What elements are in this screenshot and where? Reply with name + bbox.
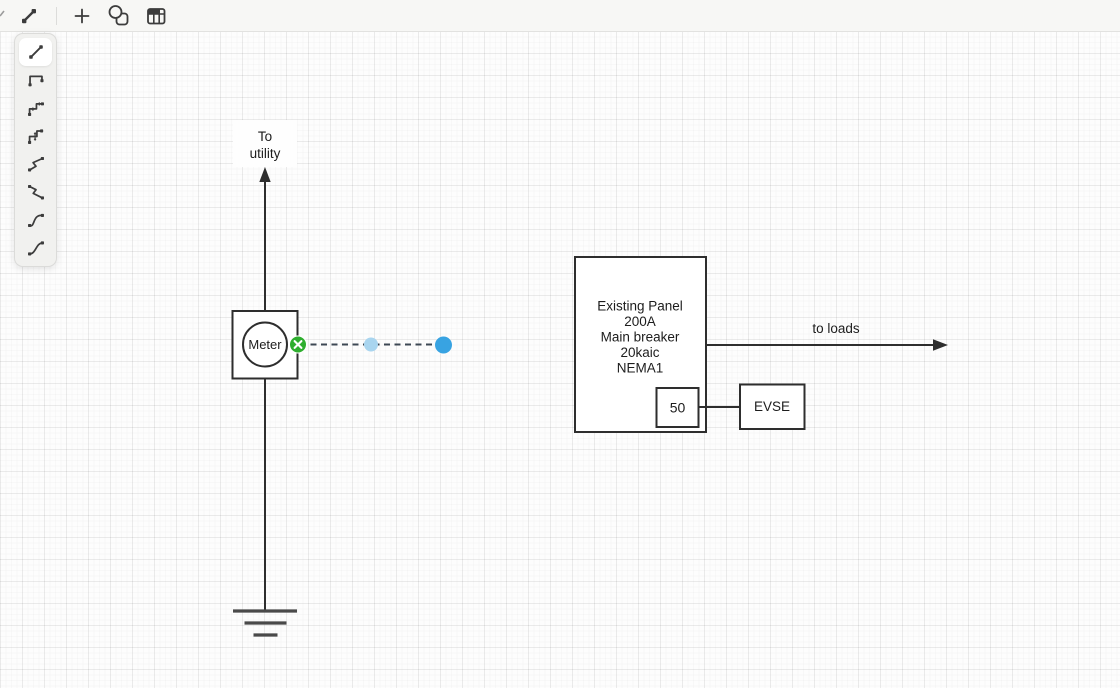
breaker-50-shape[interactable]: 50 (655, 387, 700, 428)
evse-shape[interactable]: EVSE (739, 383, 806, 430)
utility-label-line2: utility (250, 146, 281, 161)
straight-line-icon (25, 41, 47, 63)
elbow-segments-line-icon (25, 97, 47, 119)
panel-text-line: Existing Panel (597, 299, 683, 314)
arrowhead-right (933, 339, 948, 351)
curve-line-icon (25, 237, 47, 259)
line-type-straight[interactable] (19, 38, 52, 66)
utility-label-bg (233, 120, 297, 167)
table-icon (144, 4, 168, 28)
canvas[interactable] (0, 31, 1120, 688)
plus-icon (70, 4, 94, 28)
shapes-icon (107, 4, 131, 28)
toolbar-divider (56, 6, 57, 25)
line-type-elbow-segments[interactable] (19, 94, 52, 122)
elbow-adjust-line-icon (25, 125, 47, 147)
shapes-button[interactable] (105, 3, 133, 29)
utility-label-line1: To (258, 129, 272, 144)
loads-label[interactable]: to loads (812, 321, 860, 336)
line-type-elbow[interactable] (19, 66, 52, 94)
arrowhead-up (259, 167, 271, 182)
connector-start-anchor[interactable] (289, 335, 307, 354)
top-toolbar (0, 0, 1120, 32)
line-type-zigzag-descending[interactable] (19, 178, 52, 206)
selected-connector[interactable] (289, 335, 453, 354)
line-type-curve[interactable] (19, 234, 52, 262)
line-type-panel (14, 33, 57, 267)
panel-text-line: NEMA1 (617, 361, 664, 376)
add-button[interactable] (68, 3, 96, 29)
connector-midpoint-handle[interactable] (364, 337, 378, 352)
evse-label: EVSE (754, 399, 790, 414)
s-curve-line-icon (25, 209, 47, 231)
loads-arrow[interactable] (706, 339, 948, 351)
line-type-elbow-adjust[interactable] (19, 122, 52, 150)
line-tool-button[interactable] (15, 3, 43, 29)
elbow-line-icon (25, 69, 47, 91)
zigzag-descending-line-icon (25, 181, 47, 203)
breaker-label: 50 (670, 400, 686, 416)
panel-text-line: 200A (624, 314, 656, 329)
zigzag-ascending-line-icon (25, 153, 47, 175)
utility-label[interactable]: To utility (233, 120, 297, 167)
clipped-icon-fragment (0, 9, 5, 21)
anchor-x-icon (293, 340, 303, 349)
line-type-s-curve[interactable] (19, 206, 52, 234)
panel-text-line: 20kaic (620, 345, 659, 360)
ground-symbol[interactable] (233, 609, 297, 637)
line-type-zigzag-ascending[interactable] (19, 150, 52, 178)
connector-end-handle[interactable] (435, 336, 452, 354)
utility-arrow[interactable] (259, 167, 271, 311)
table-button[interactable] (142, 3, 170, 29)
meter-label: Meter (248, 337, 282, 352)
line-tool-icon (17, 4, 41, 28)
meter-shape[interactable]: Meter (231, 310, 299, 380)
panel-text-line: Main breaker (601, 330, 680, 345)
